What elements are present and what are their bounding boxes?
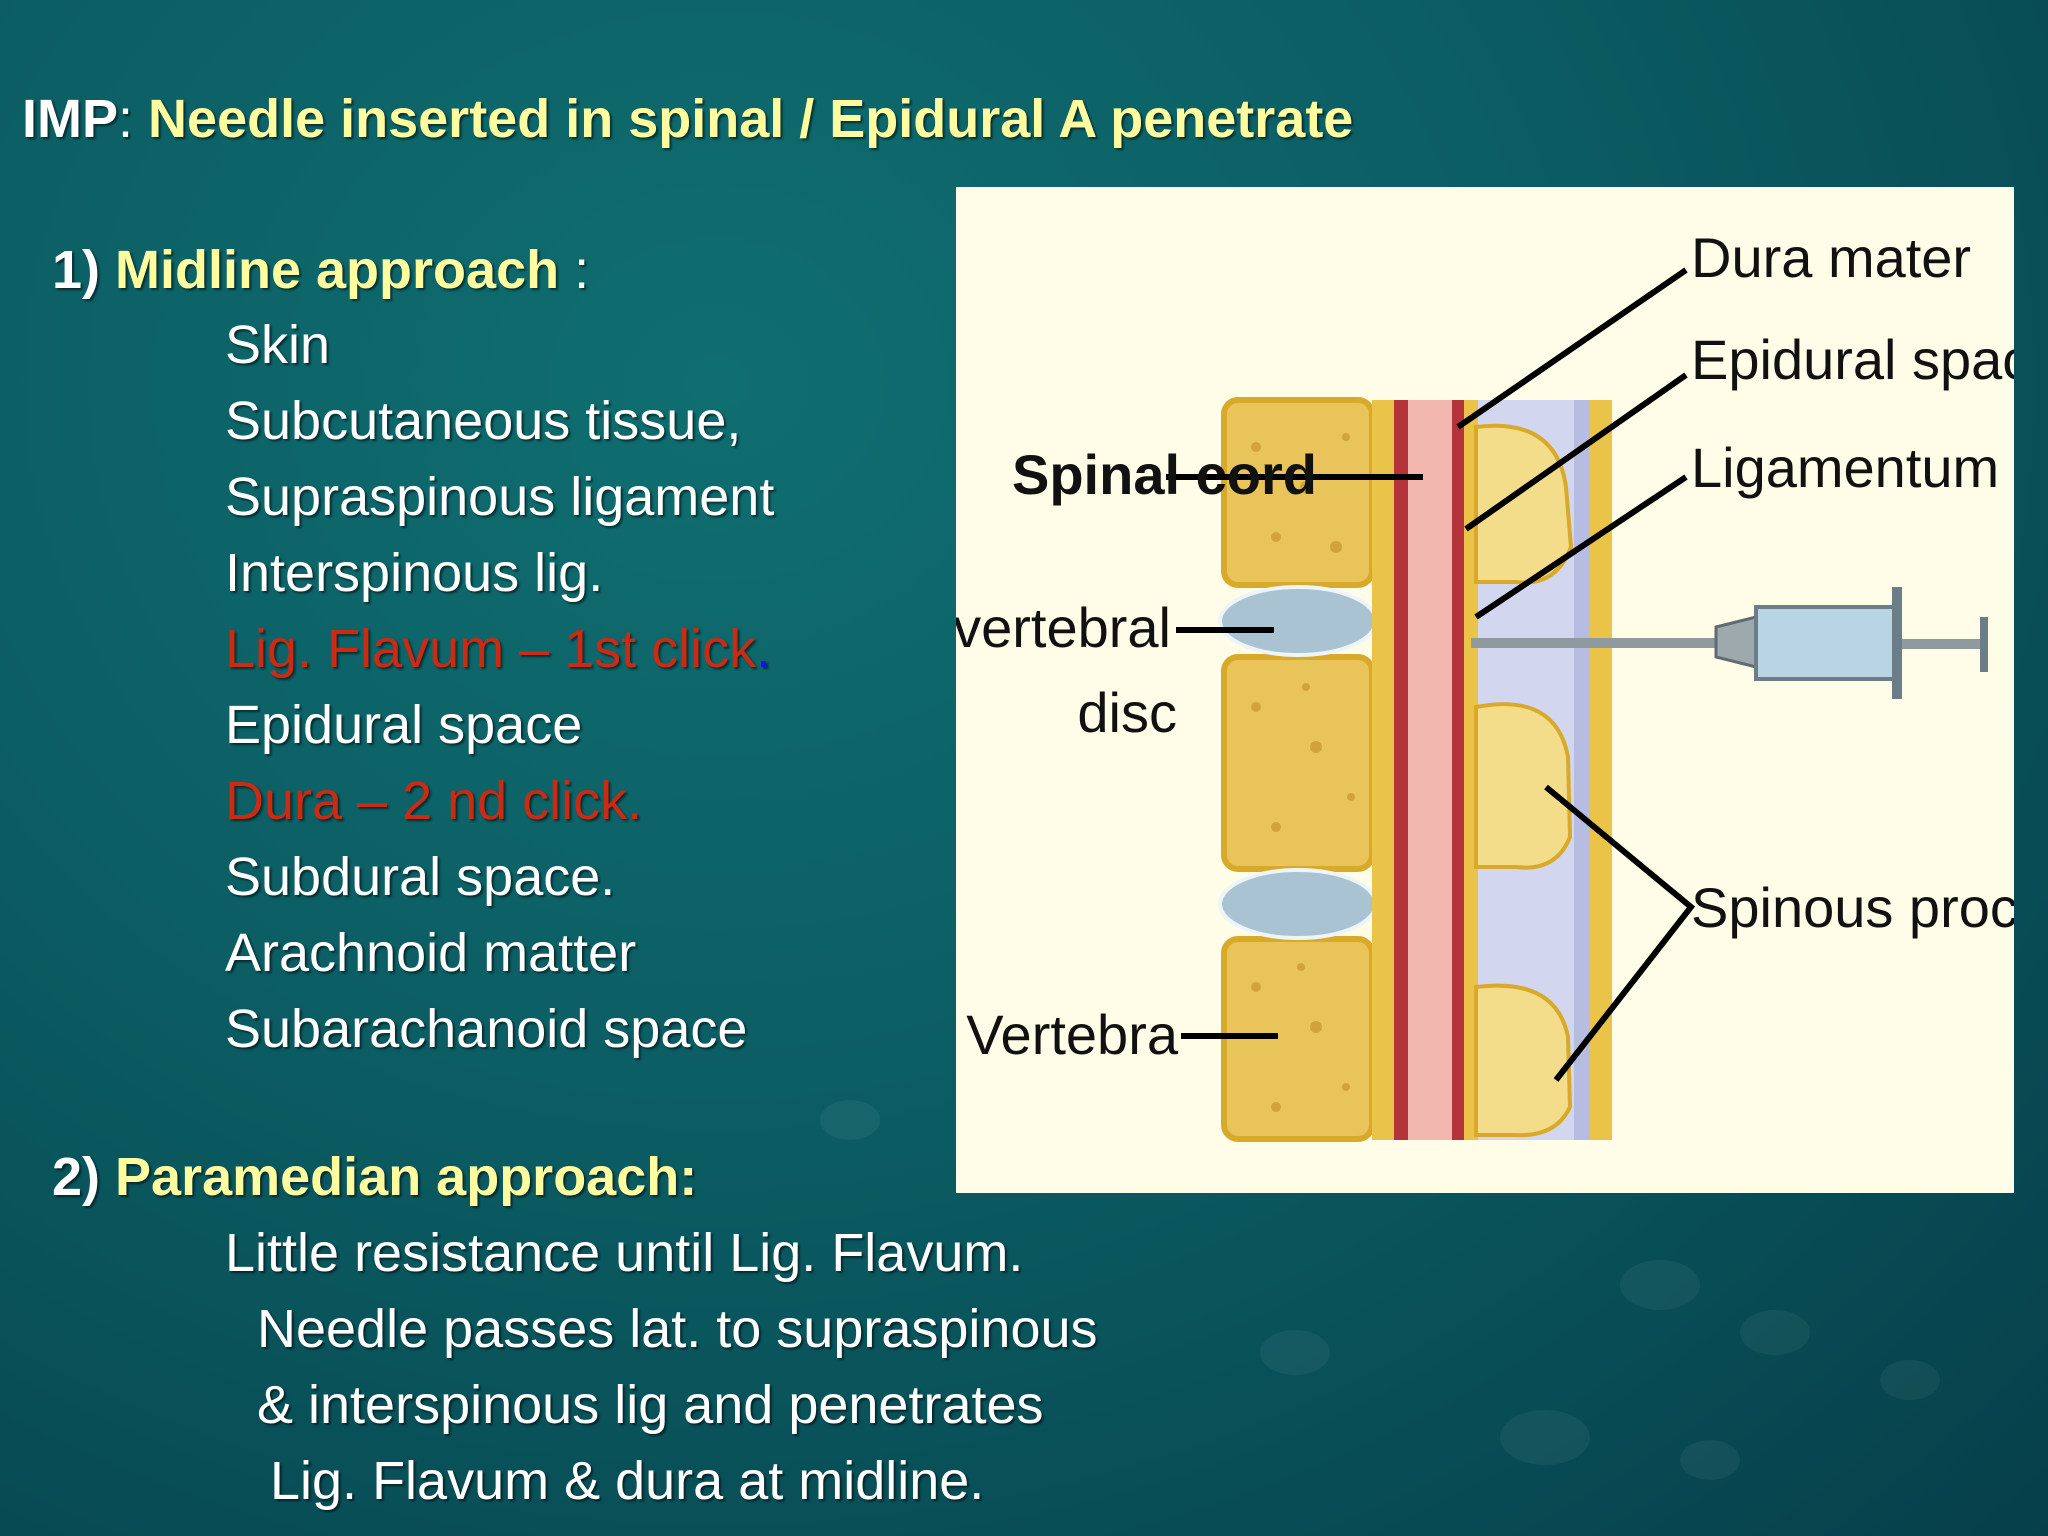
intervertebral-disc — [1218, 868, 1378, 940]
label-vertebra: Vertebra — [966, 1003, 1179, 1066]
layer-item: Epidural space — [225, 695, 583, 755]
bone-texture — [1251, 433, 1355, 1112]
syringe-flange — [1892, 587, 1902, 699]
needle-hub — [1714, 615, 1758, 669]
label-spinous-processes: Spinous processes — [1691, 876, 2014, 939]
leader-lines — [1166, 267, 1696, 1082]
background-dot — [1680, 1440, 1740, 1480]
plunger-cap — [1980, 617, 1988, 672]
layer-item: Subarachanoid space — [225, 999, 748, 1059]
layer-item: Arachnoid matter — [225, 923, 637, 983]
layer-item-text: Lig. Flavum – 1st click — [225, 619, 757, 679]
label-epidural-space: Epidural space — [1691, 328, 2014, 391]
title-colon: : — [118, 89, 134, 149]
layer-item-period: . — [756, 619, 772, 679]
syringe-plunger — [1902, 639, 1982, 649]
supraspinous-band — [1590, 400, 1612, 1140]
layer-item: Interspinous lig. — [225, 543, 604, 603]
label-dura-mater: Dura mater — [1691, 226, 1971, 289]
background-dot — [820, 1100, 880, 1140]
layer-item-highlight: Dura – 2 nd click. — [225, 771, 643, 831]
layer-item: Supraspinous ligament — [225, 467, 775, 527]
midline-heading: 1) Midline approach : — [52, 243, 589, 297]
syringe-barrel — [1754, 605, 1898, 681]
label-spinal-cord: Spinal cord — [1012, 443, 1317, 506]
paramedian-number: 2) — [52, 1147, 101, 1207]
spine-illustration: Dura mater Epidural space Ligamentum fla… — [956, 226, 2014, 1142]
paramedian-heading-text: Paramedian approach: — [115, 1147, 698, 1207]
needle — [1471, 638, 1811, 648]
background-dot — [1260, 1330, 1330, 1375]
intervertebral-disc — [1218, 585, 1378, 657]
dura-line — [1452, 400, 1464, 1140]
spinous-process — [1474, 983, 1573, 1138]
spinal-cord — [1408, 400, 1452, 1140]
background-dot — [1880, 1360, 1940, 1400]
epidural-band — [1464, 400, 1478, 1140]
midline-number: 1) — [52, 240, 101, 300]
layer-item-highlight: Lig. Flavum – 1st click. — [225, 622, 771, 676]
background-dot — [1620, 1260, 1700, 1310]
background-dot — [1740, 1310, 1810, 1355]
ligament-band — [1372, 400, 1394, 1140]
slide-title: IMP: Needle inserted in spinal / Epidura… — [22, 92, 1353, 146]
spine-diagram: Dura mater Epidural space Ligamentum fla… — [956, 187, 2014, 1193]
title-prefix: IMP — [22, 89, 119, 149]
label-ligamentum-flavum: Ligamentum flavum — [1691, 436, 2014, 499]
midline-colon: : — [574, 240, 590, 300]
paramedian-heading: 2) Paramedian approach: — [52, 1150, 697, 1204]
dura-line — [1394, 400, 1408, 1140]
spinous-process — [1474, 702, 1573, 870]
paramedian-line: Needle passes lat. to supraspinous — [257, 1299, 1098, 1359]
background-dot — [1500, 1410, 1590, 1465]
midline-heading-text: Midline approach — [115, 240, 560, 300]
layer-item: Subcutaneous tissue, — [225, 391, 742, 451]
paramedian-line: Little resistance until Lig. Flavum. — [225, 1223, 1024, 1283]
label-intervertebral: Intervertebral — [956, 596, 1171, 659]
paramedian-line: & interspinous lig and penetrates — [257, 1375, 1044, 1435]
paramedian-line: Lig. Flavum & dura at midline. — [270, 1451, 985, 1511]
ligament-edge — [1574, 400, 1590, 1140]
layer-item: Skin — [225, 315, 331, 375]
layer-item: Subdural space. — [225, 847, 616, 907]
title-text: Needle inserted in spinal / Epidural A p… — [148, 89, 1354, 149]
label-disc: disc — [1077, 681, 1177, 744]
vertebra-body — [1221, 654, 1375, 872]
